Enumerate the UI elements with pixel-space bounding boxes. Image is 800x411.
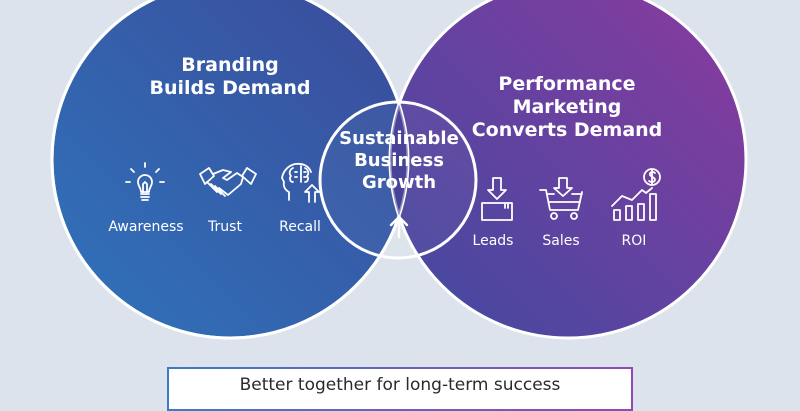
item-label-sales: Sales bbox=[542, 233, 580, 249]
left-circle-title: Branding Builds Demand bbox=[130, 54, 330, 100]
brain-head-arrow-icon bbox=[281, 162, 320, 203]
right-circle-title: Performance Marketing Converts Demand bbox=[462, 73, 672, 143]
venn-diagram bbox=[50, 0, 748, 340]
title-line: Performance bbox=[498, 73, 636, 95]
item-label-recall: Recall bbox=[279, 219, 321, 235]
handshake-icon bbox=[199, 167, 257, 197]
growth-chart-dollar-icon bbox=[611, 168, 661, 221]
title-line: Converts Demand bbox=[471, 119, 663, 142]
shopping-cart-icon bbox=[539, 177, 583, 220]
center-circle bbox=[318, 100, 478, 260]
center-title: Sustainable Business Growth bbox=[320, 128, 478, 194]
item-label-awareness: Awareness bbox=[108, 219, 184, 235]
lightbulb-icon bbox=[125, 162, 165, 201]
item-label-leads: Leads bbox=[472, 233, 514, 249]
up-arrow-icon bbox=[389, 215, 409, 239]
download-box-icon bbox=[481, 177, 513, 221]
title-line: Marketing bbox=[512, 96, 622, 119]
item-label-roi: ROI bbox=[621, 233, 647, 249]
title-line: Builds Demand bbox=[149, 77, 311, 100]
title-line: Branding bbox=[181, 54, 279, 76]
item-label-trust: Trust bbox=[208, 219, 242, 235]
title-line: Growth bbox=[361, 171, 437, 193]
footer-text: Better together for long-term success bbox=[239, 375, 561, 395]
title-line: Sustainable bbox=[339, 128, 459, 149]
footer-box: Better together for long-term success bbox=[167, 367, 633, 411]
title-line: Business bbox=[354, 149, 444, 171]
